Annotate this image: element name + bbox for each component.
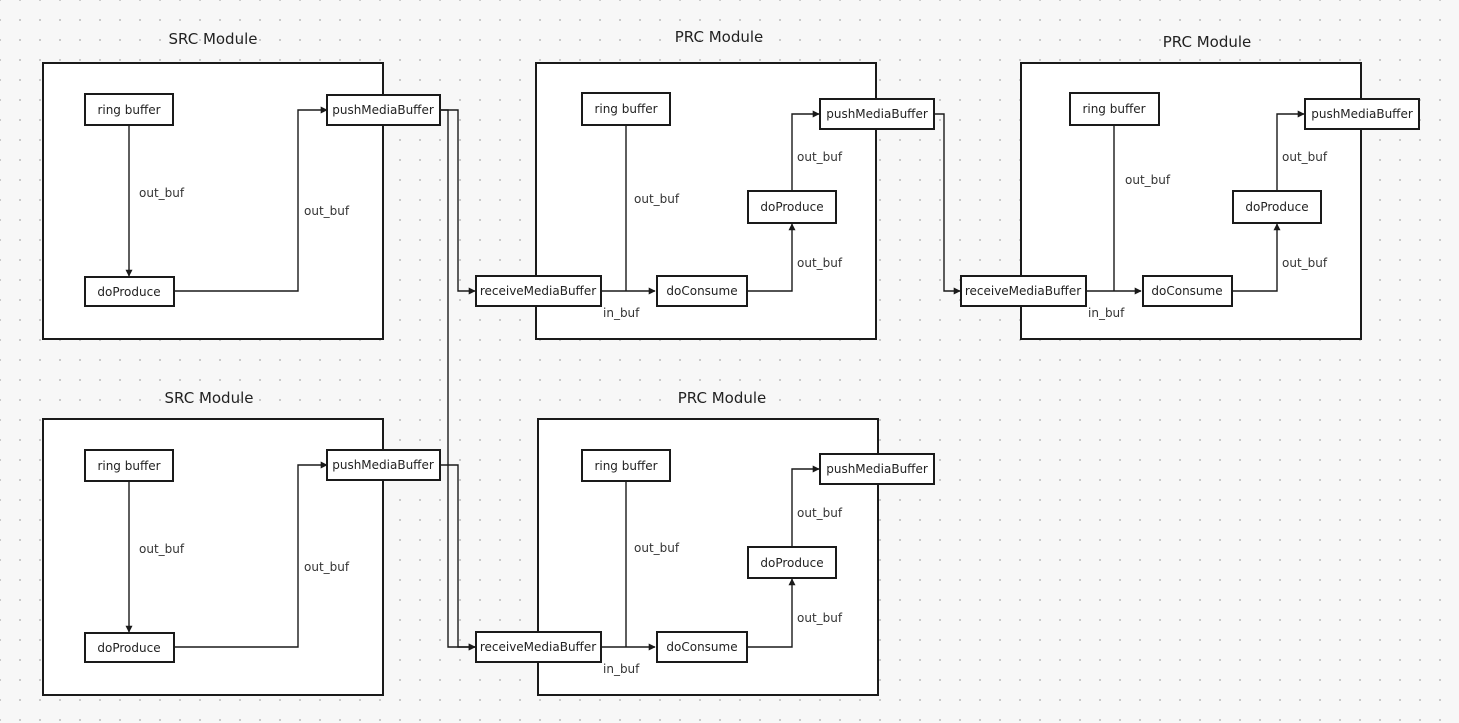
- edge-src2-push-to-prc3-receive: [440, 464, 476, 651]
- prc2-do-produce-node[interactable]: doProduce: [1232, 190, 1322, 224]
- label-out-buf: out_buf: [797, 256, 843, 270]
- label-out-buf: out_buf: [304, 204, 350, 218]
- src2-push-media-buffer-node[interactable]: pushMediaBuffer: [326, 449, 441, 481]
- node-label: receiveMediaBuffer: [480, 284, 596, 298]
- prc-module-3-title: PRC Module: [678, 389, 767, 407]
- edge-prc3-consume-to-produce: [747, 578, 796, 648]
- node-label: pushMediaBuffer: [1311, 107, 1413, 121]
- node-label: ring buffer: [97, 103, 160, 117]
- edge-prc1-consume-to-produce: [747, 223, 796, 292]
- src2-do-produce-node[interactable]: doProduce: [84, 632, 175, 663]
- node-label: ring buffer: [594, 102, 657, 116]
- prc2-receive-media-buffer-node[interactable]: receiveMediaBuffer: [960, 275, 1087, 307]
- edge-prc1-push-to-prc2-receive: [934, 113, 961, 295]
- node-label: pushMediaBuffer: [332, 103, 434, 117]
- node-label: pushMediaBuffer: [826, 462, 928, 476]
- node-label: doConsume: [666, 284, 737, 298]
- label-in-buf: in_buf: [603, 306, 640, 320]
- prc2-push-media-buffer-node[interactable]: pushMediaBuffer: [1304, 98, 1420, 130]
- label-in-buf: in_buf: [603, 662, 640, 676]
- label-out-buf: out_buf: [1125, 173, 1171, 187]
- edge-prc2-consume-to-produce: [1232, 223, 1281, 292]
- node-label: doProduce: [760, 200, 823, 214]
- src2-ring-buffer-node[interactable]: ring buffer: [84, 449, 174, 482]
- prc2-do-consume-node[interactable]: doConsume: [1142, 275, 1233, 307]
- prc1-do-produce-node[interactable]: doProduce: [747, 190, 837, 224]
- prc1-ring-buffer-node[interactable]: ring buffer: [581, 92, 671, 126]
- label-out-buf: out_buf: [1282, 150, 1328, 164]
- src1-ring-buffer-node[interactable]: ring buffer: [84, 93, 174, 126]
- edge-prc2-produce-to-push: [1276, 110, 1305, 190]
- node-label: receiveMediaBuffer: [480, 640, 596, 654]
- node-label: doProduce: [97, 641, 160, 655]
- node-label: receiveMediaBuffer: [965, 284, 1081, 298]
- prc1-receive-media-buffer-node[interactable]: receiveMediaBuffer: [475, 275, 602, 307]
- src1-do-produce-node[interactable]: doProduce: [84, 276, 175, 307]
- prc1-do-consume-node[interactable]: doConsume: [656, 275, 748, 307]
- src-module-1-title: SRC Module: [169, 30, 258, 48]
- node-label: doProduce: [1245, 200, 1308, 214]
- prc3-push-media-buffer-node[interactable]: pushMediaBuffer: [819, 453, 935, 485]
- prc3-receive-media-buffer-node[interactable]: receiveMediaBuffer: [475, 631, 602, 663]
- label-out-buf: out_buf: [797, 506, 843, 520]
- label-out-buf: out_buf: [1282, 256, 1328, 270]
- edge-prc3-produce-to-push: [791, 465, 820, 546]
- edge-labels: out_buf out_buf out_buf out_buf out_buf …: [139, 150, 1328, 676]
- src-module-2-title: SRC Module: [165, 389, 254, 407]
- node-label: ring buffer: [1082, 102, 1145, 116]
- node-label: pushMediaBuffer: [826, 107, 928, 121]
- edges: [125, 106, 1305, 651]
- prc-module-2-title: PRC Module: [1163, 33, 1252, 51]
- node-label: doProduce: [97, 285, 160, 299]
- label-out-buf: out_buf: [634, 192, 680, 206]
- label-out-buf: out_buf: [139, 186, 185, 200]
- node-label: pushMediaBuffer: [332, 458, 434, 472]
- edge-src2-produce-to-push: [174, 461, 328, 648]
- prc3-do-produce-node[interactable]: doProduce: [747, 546, 837, 579]
- label-out-buf: out_buf: [634, 541, 680, 555]
- edge-src1-produce-to-push: [174, 106, 328, 292]
- node-label: doConsume: [1151, 284, 1222, 298]
- label-out-buf: out_buf: [304, 560, 350, 574]
- prc3-ring-buffer-node[interactable]: ring buffer: [581, 449, 671, 482]
- edge-prc1-produce-to-push: [791, 110, 820, 190]
- node-label: ring buffer: [97, 459, 160, 473]
- label-in-buf: in_buf: [1088, 306, 1125, 320]
- prc3-do-consume-node[interactable]: doConsume: [656, 631, 748, 663]
- node-label: doConsume: [666, 640, 737, 654]
- edge-src1-push-to-prc1-receive: [440, 109, 476, 295]
- label-out-buf: out_buf: [797, 611, 843, 625]
- label-out-buf: out_buf: [139, 542, 185, 556]
- node-label: ring buffer: [594, 459, 657, 473]
- prc-module-1-title: PRC Module: [675, 28, 764, 46]
- prc2-ring-buffer-node[interactable]: ring buffer: [1069, 92, 1160, 126]
- prc1-push-media-buffer-node[interactable]: pushMediaBuffer: [819, 98, 935, 130]
- label-out-buf: out_buf: [797, 150, 843, 164]
- src1-push-media-buffer-node[interactable]: pushMediaBuffer: [326, 94, 441, 126]
- node-label: doProduce: [760, 556, 823, 570]
